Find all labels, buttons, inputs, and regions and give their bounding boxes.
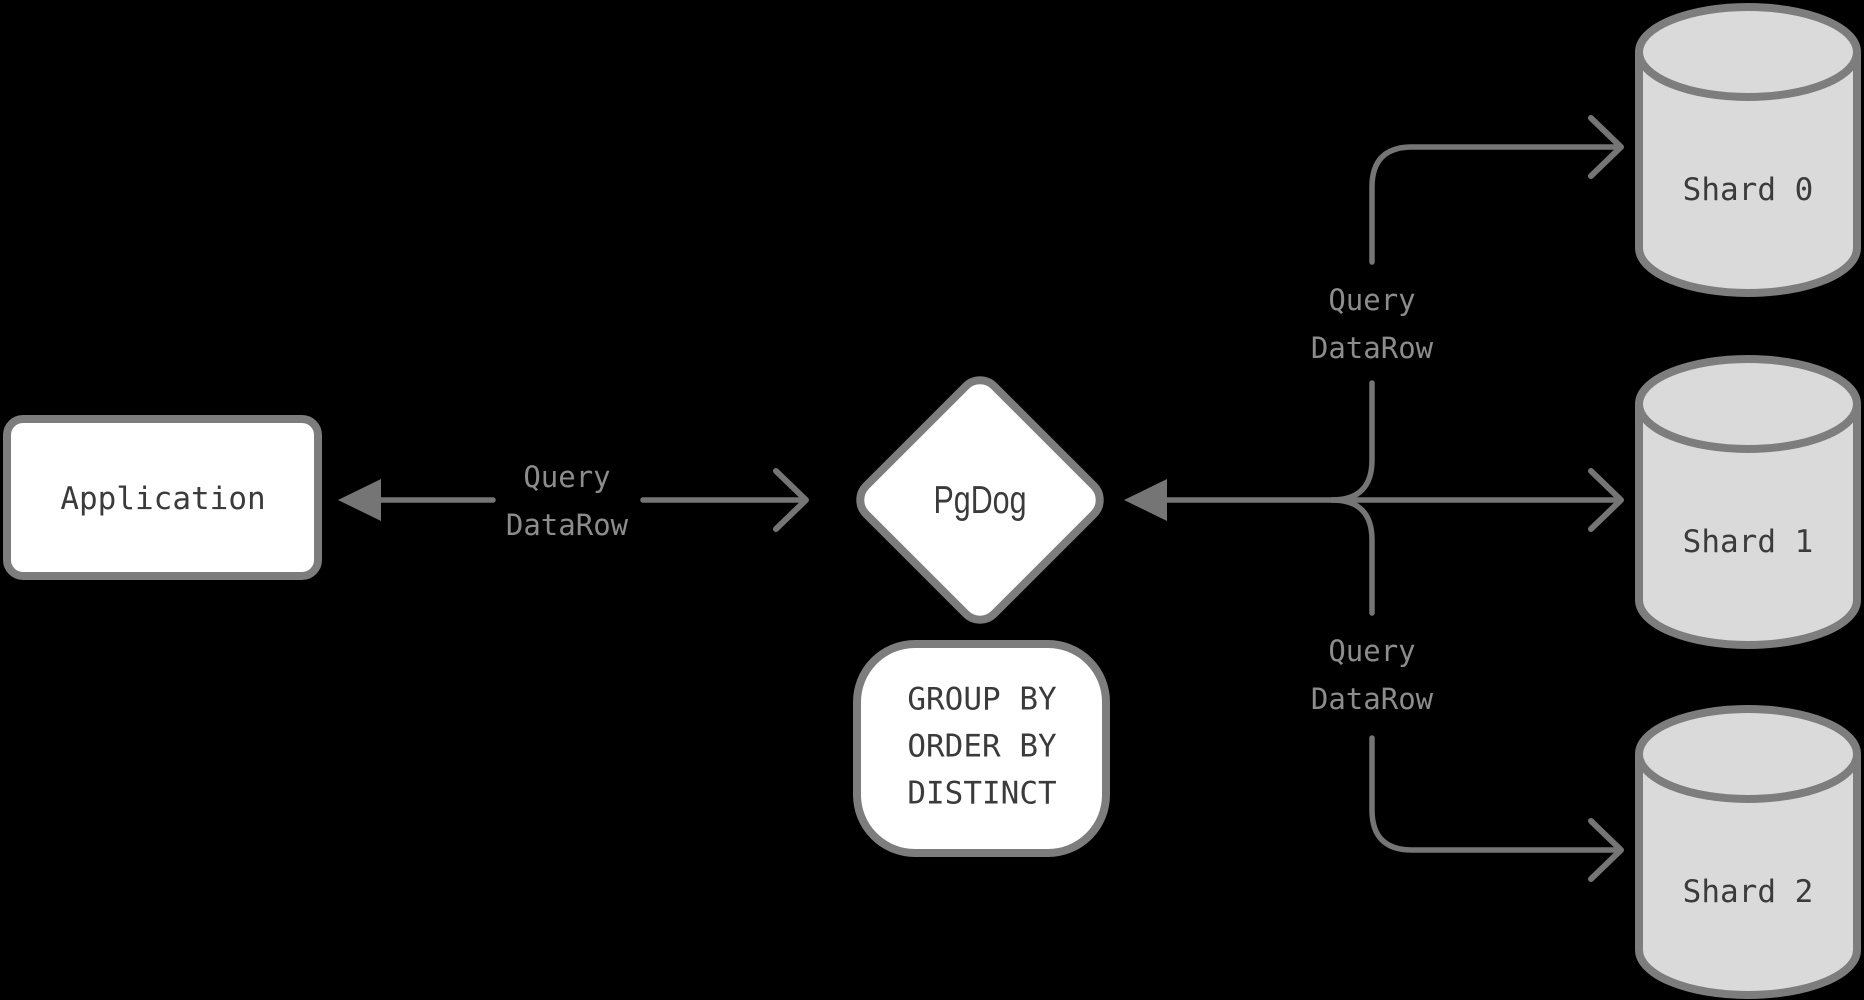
shard-2-cylinder-node [1635,705,1861,999]
shard-1-label: Shard 1 [1682,524,1814,560]
application-node [3,415,322,580]
arrowhead-triangle-into-pgdog-right [1124,479,1167,521]
pgdog-diamond-node [856,376,1104,624]
shard-2-label: Shard 2 [1682,874,1814,910]
shard-1-cylinder-body [1635,404,1861,649]
shard-0-cylinder-top [1635,3,1861,101]
postprocess-node [853,640,1110,857]
edge-label-pgdog-shard2-datarow: DataRow [1310,682,1434,716]
edge-label-pgdog-shard2-query: Query [1328,634,1416,668]
shard-1-cylinder-top [1635,355,1861,453]
edge-label-app-pgdog-query: Query [523,460,611,494]
postprocess-line-distinct: DISTINCT [907,775,1057,812]
shard-2-cylinder-body [1635,754,1861,999]
shard-0-label: Shard 0 [1682,172,1814,208]
arrowhead-triangle-into-application [338,479,381,521]
shard-1-cylinder-node [1635,355,1861,649]
shard-0-cylinder-node [1635,3,1861,297]
edge-label-pgdog-shard2: Query DataRow [1311,627,1433,723]
edge-label-pgdog-shard0-query: Query [1328,283,1416,317]
edge-branch-shard0-merge-line [1329,380,1375,503]
postprocess-line-group-by: GROUP BY [907,681,1057,718]
arrowhead-chevron-into-pgdog-left [773,468,809,532]
edge-branch-shard2-lower-line [1369,735,1623,853]
shard-0-cylinder-body [1635,52,1861,297]
arrowhead-chevron-into-shard1 [1588,468,1624,532]
edge-label-app-pgdog-datarow: DataRow [505,508,629,542]
arrowhead-chevron-into-shard2 [1588,818,1624,882]
arrowhead-chevron-into-shard0 [1588,115,1624,179]
postprocess-label: GROUP BY ORDER BY DISTINCT [907,677,1056,818]
edge-label-app-pgdog: Query DataRow [506,453,628,549]
pgdog-label: PgDog [933,479,1027,522]
edge-label-pgdog-shard0-datarow: DataRow [1310,331,1434,365]
postprocess-line-order-by: ORDER BY [907,728,1057,765]
edge-branch-shard2-merge-line [1329,497,1375,616]
edge-label-pgdog-shard0: Query DataRow [1311,276,1433,372]
application-label: Application [60,481,266,517]
shard-2-cylinder-top [1635,705,1861,803]
edge-branch-shard0-upper-line [1369,144,1623,265]
